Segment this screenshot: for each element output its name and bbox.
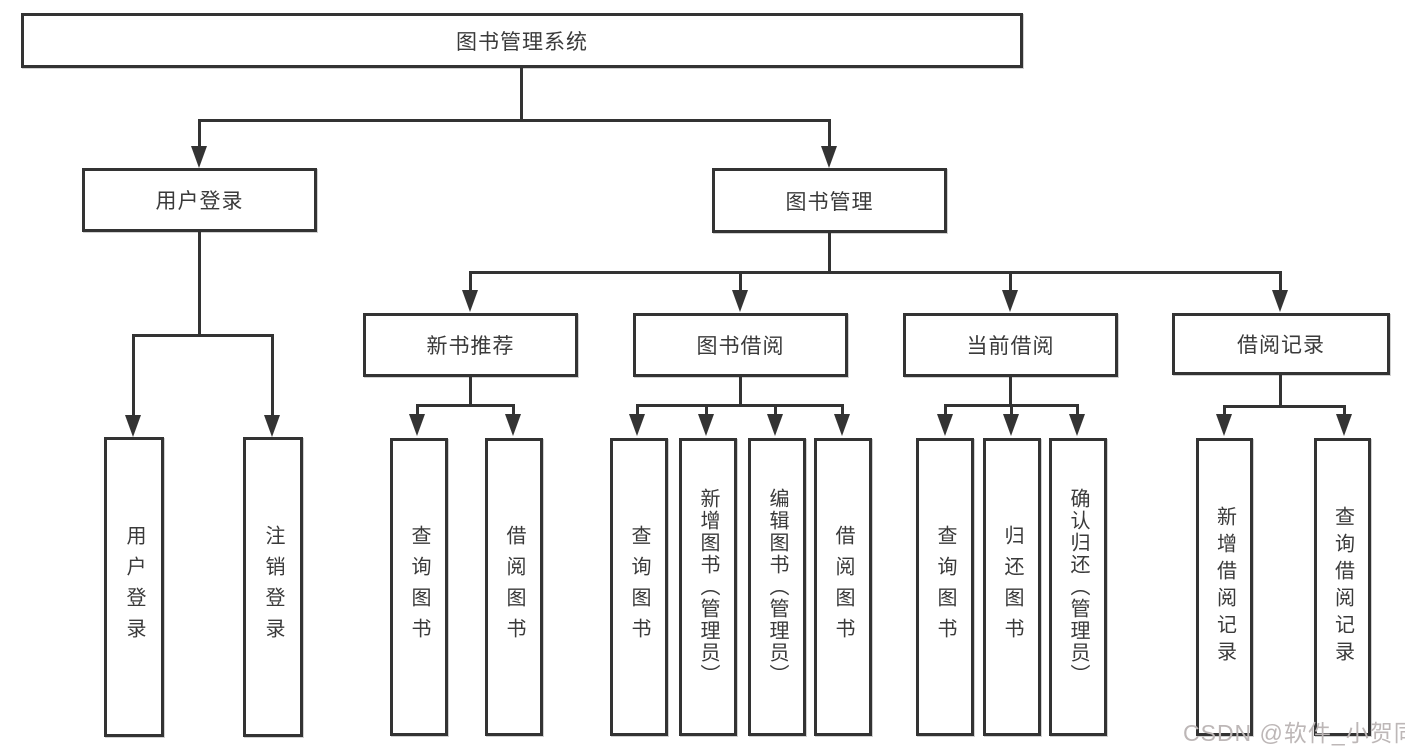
edge-logout-leaf-drop [271, 334, 274, 415]
leaf-recommend-borrow-books: 借阅图书 [485, 438, 543, 736]
arrowhead-book-mgmt-icon [821, 146, 837, 168]
edge-records-stem [1279, 375, 1282, 407]
leaf-current-query-books: 查询图书 [916, 438, 974, 736]
edge-borrow-stem [739, 377, 742, 406]
leaf-borrow-books: 借阅图书 [814, 438, 872, 736]
edge-borrow-c2-drop [705, 404, 708, 416]
leaf-label: 新增借阅记录 [1213, 506, 1236, 668]
edge-new-books-drop [469, 271, 472, 291]
leaf-confirm-return-admin: 确认归还（管理员） [1049, 438, 1107, 736]
node-book-borrow: 图书借阅 [633, 313, 848, 377]
edge-records-drop [1279, 271, 1282, 291]
csdn-watermark: CSDN @软件_小贺同学 [1183, 720, 1405, 746]
edge-records-c1-drop [1223, 405, 1226, 416]
node-user-login: 用户登录 [82, 168, 317, 232]
leaf-recommend-query-books: 查询图书 [390, 438, 448, 736]
leaf-user-login: 用户登录 [104, 437, 164, 737]
leaf-label: 归还图书 [1001, 525, 1023, 649]
node-current-borrow-label: 当前借阅 [966, 335, 1055, 358]
edge-root-stem [520, 68, 523, 120]
leaf-label: 查询图书 [628, 525, 650, 649]
node-new-book-recommend: 新书推荐 [363, 313, 578, 377]
leaf-label: 查询图书 [934, 525, 956, 649]
leaf-borrow-query-books: 查询图书 [610, 438, 668, 736]
arrowhead-current-c1-icon [937, 414, 953, 436]
edge-borrow-rail [636, 404, 844, 407]
edge-recommend-stem [469, 377, 472, 406]
leaf-add-borrow-record: 新增借阅记录 [1196, 438, 1253, 736]
node-new-book-recommend-label: 新书推荐 [426, 335, 515, 358]
edge-recommend-c1-drop [416, 404, 419, 416]
arrowhead-current-c2-icon [1003, 414, 1019, 436]
edge-current-c1-drop [944, 404, 947, 416]
arrowhead-user-login-icon [191, 146, 207, 168]
edge-current-stem [1009, 377, 1012, 406]
leaf-query-borrow-record: 查询借阅记录 [1314, 438, 1371, 736]
arrowhead-borrow-c4-icon [834, 414, 850, 436]
arrowhead-current-c3-icon [1069, 414, 1085, 436]
edge-borrow-c1-drop [636, 404, 639, 416]
arrowhead-recommend-c1-icon [409, 414, 425, 436]
edge-borrow-c4-drop [841, 404, 844, 416]
edge-borrow-drop [739, 271, 742, 291]
edge-user-login-drop [198, 119, 201, 148]
edge-current-c2-drop [1010, 404, 1013, 416]
leaf-edit-books-admin: 编辑图书（管理员） [748, 438, 806, 736]
leaf-label: 新增图书（管理员） [697, 488, 719, 686]
arrowhead-records-c1-icon [1216, 414, 1232, 436]
arrowhead-records-c2-icon [1336, 414, 1352, 436]
edge-login-leaf-drop [132, 334, 135, 415]
edge-user-login-stem [198, 232, 201, 337]
arrowhead-logout-leaf-icon [264, 415, 280, 437]
leaf-label: 编辑图书（管理员） [766, 488, 788, 686]
edge-book-mgmt-rail [469, 271, 1282, 274]
leaf-label: 查询借阅记录 [1331, 506, 1354, 668]
arrowhead-borrow-c2-icon [698, 414, 714, 436]
edge-root-rail [198, 119, 831, 122]
arrowhead-login-leaf-icon [125, 415, 141, 437]
leaf-label: 查询图书 [408, 525, 430, 649]
edge-records-c2-drop [1343, 405, 1346, 416]
arrowhead-current-icon [1002, 290, 1018, 312]
node-book-management-label: 图书管理 [785, 190, 874, 214]
node-book-management: 图书管理 [712, 168, 947, 233]
node-book-borrow-label: 图书借阅 [696, 335, 785, 358]
edge-current-drop [1009, 271, 1012, 291]
leaf-logout: 注销登录 [243, 437, 303, 737]
arrowhead-new-books-icon [462, 290, 478, 312]
arrowhead-borrow-c3-icon [767, 414, 783, 436]
edge-book-mgmt-drop [828, 119, 831, 148]
edge-recommend-c2-drop [512, 404, 515, 416]
arrowhead-recommend-c2-icon [505, 414, 521, 436]
arrowhead-records-icon [1272, 290, 1288, 312]
arrowhead-borrow-c1-icon [629, 414, 645, 436]
leaf-logout-label: 注销登录 [262, 525, 284, 649]
node-root-system: 图书管理系统 [21, 13, 1023, 68]
leaf-label: 确认归还（管理员） [1067, 488, 1089, 686]
edge-records-rail [1223, 405, 1346, 408]
edge-current-c3-drop [1076, 404, 1079, 416]
leaf-label: 借阅图书 [503, 525, 525, 649]
node-current-borrow: 当前借阅 [903, 313, 1118, 377]
leaf-label: 借阅图书 [832, 525, 854, 649]
arrowhead-borrow-icon [732, 290, 748, 312]
edge-borrow-c3-drop [774, 404, 777, 416]
leaf-return-books: 归还图书 [983, 438, 1041, 736]
node-borrow-records: 借阅记录 [1172, 313, 1390, 375]
edge-user-login-rail [132, 334, 274, 337]
node-user-login-label: 用户登录 [155, 190, 244, 213]
edge-book-mgmt-stem [828, 233, 831, 273]
node-root-label: 图书管理系统 [456, 30, 588, 54]
node-borrow-records-label: 借阅记录 [1237, 334, 1325, 357]
edge-recommend-rail [416, 404, 515, 407]
leaf-user-login-label: 用户登录 [123, 525, 145, 649]
leaf-add-books-admin: 新增图书（管理员） [679, 438, 737, 736]
